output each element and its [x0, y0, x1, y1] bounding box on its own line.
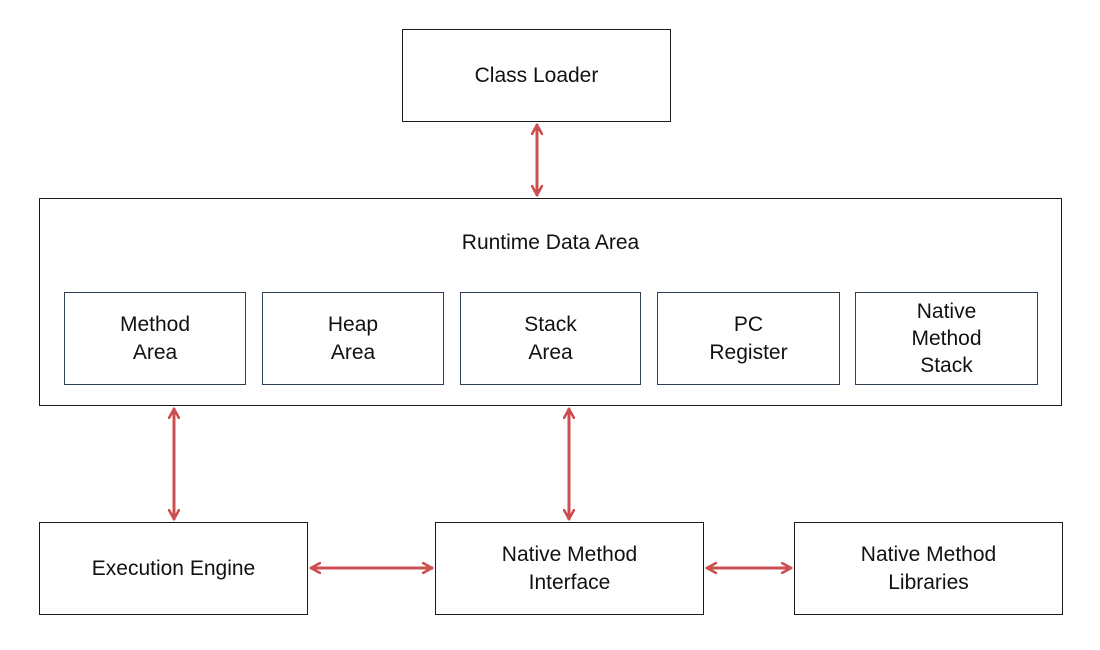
pc-register-label: PC Register: [709, 313, 788, 364]
execution-engine-label: Execution Engine: [91, 556, 256, 580]
method-area-label: Method Area: [119, 313, 191, 364]
class-loader-label: Class Loader: [474, 63, 599, 87]
pc-register-box: PC Register: [657, 292, 840, 385]
method-area-box: Method Area: [64, 292, 246, 385]
heap-area-box: Heap Area: [262, 292, 444, 385]
execution-engine-box: Execution Engine: [39, 522, 308, 615]
native-method-stack-label: Native Method Stack: [911, 299, 982, 378]
heap-area-label: Heap Area: [327, 313, 379, 364]
native-method-interface-box: Native Method Interface: [435, 522, 704, 615]
stack-area-label: Stack Area: [524, 313, 577, 364]
stack-area-box: Stack Area: [460, 292, 641, 385]
native-method-stack-box: Native Method Stack: [855, 292, 1038, 385]
native-method-libraries-label: Native Method Libraries: [860, 543, 997, 594]
runtime-data-area-title: Runtime Data Area: [461, 231, 640, 254]
class-loader-box: Class Loader: [402, 29, 671, 122]
native-method-libraries-box: Native Method Libraries: [794, 522, 1063, 615]
native-method-interface-label: Native Method Interface: [501, 543, 638, 594]
